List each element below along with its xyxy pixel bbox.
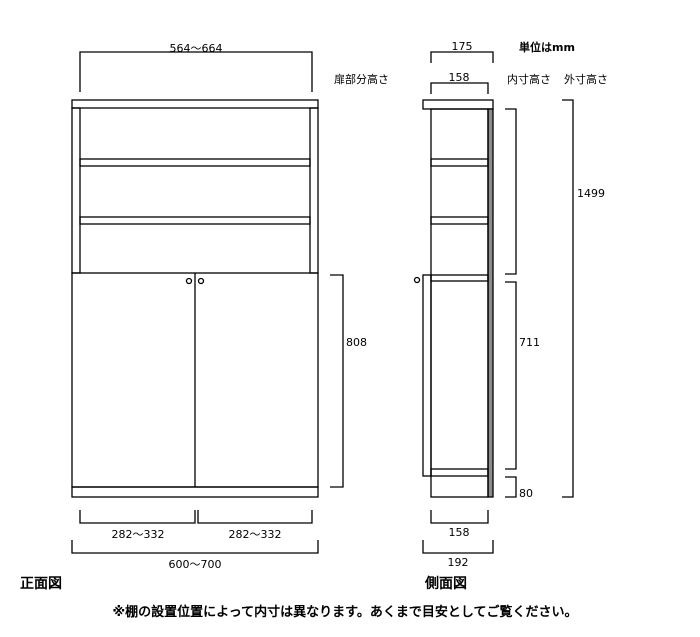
inner-depth-top: 158 [448,71,470,84]
units-label: 単位はmm [519,41,575,54]
door-side [422,274,432,477]
outer-height-heading: 外寸高さ [564,73,608,86]
base [71,486,319,498]
front-view [71,51,344,554]
base-height-value: 80 [519,487,533,500]
shelf [79,216,311,225]
inner-depth-bottom: 158 [448,526,470,539]
shelf [79,158,311,167]
outer-height-value: 1499 [577,187,605,200]
footnote: ※棚の設置位置によって内寸は異なります。あくまで目安としてご覧ください。 [112,605,578,620]
top-width-label: 564〜664 [169,42,223,55]
overall-depth: 192 [447,556,469,569]
overall-width: 600〜700 [168,558,222,571]
door-height-heading: 扉部分高さ [334,73,389,86]
knob [185,277,193,285]
inner-height-heading: 内寸高さ [507,73,551,86]
inner-height-value: 711 [519,336,540,349]
knob [197,277,205,285]
side-view [413,51,574,554]
door-height-value: 808 [346,336,367,349]
side-view-title: 側面図 [425,576,467,592]
left-door-width: 282〜332 [111,528,165,541]
front-view-title: 正面図 [20,576,62,592]
right-door-width: 282〜332 [228,528,282,541]
top-depth: 175 [451,40,473,53]
